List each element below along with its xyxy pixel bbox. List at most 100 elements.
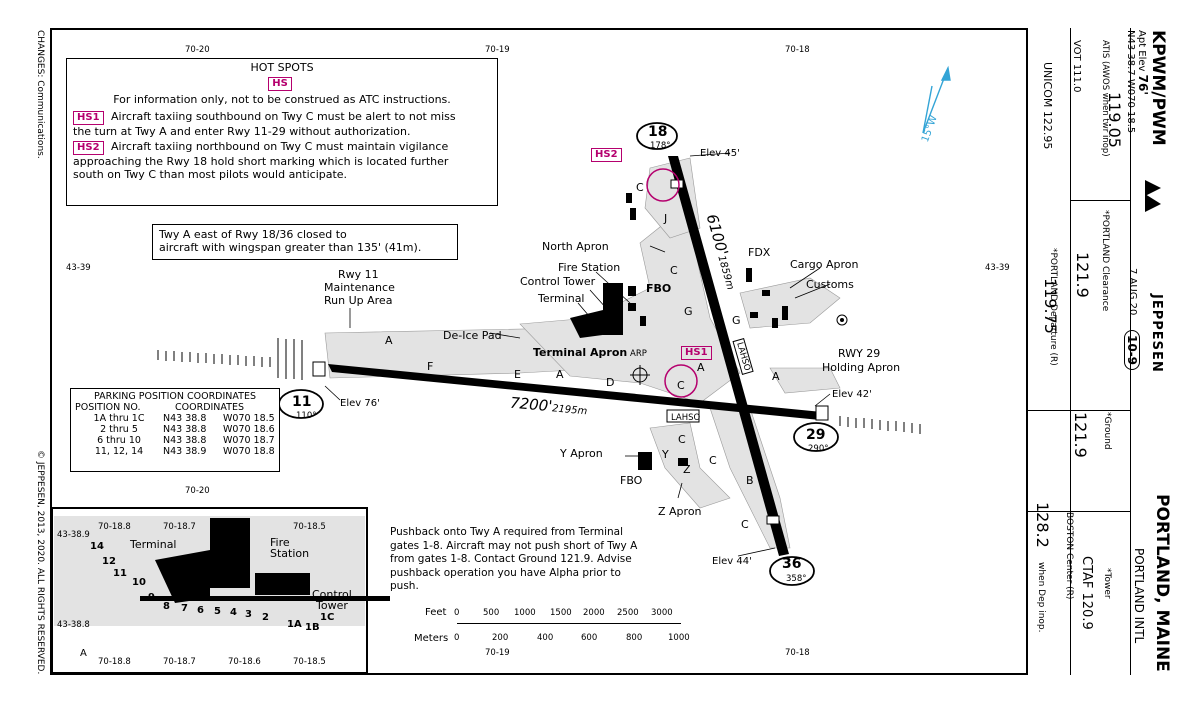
label-terminal-apron: Terminal Apron [533,346,628,359]
taxiway-label: C [709,454,717,467]
parking-lat: N43 38.8 [163,424,207,435]
runway-36-heading: 358° [786,574,807,584]
label-rwy11-maint: Run Up Area [324,294,393,307]
grid-lon-label: 70-18 [785,45,810,55]
vot-freq: VOT 111.0 [1071,40,1082,93]
grid-lat-label: 43-39 [66,263,91,273]
inset-lat-label: 43-38.9 [57,530,90,540]
scale-tick: 1500 [550,608,572,618]
hotspot-marker-hs1: HS1 [681,345,716,360]
inset-stand: 6 [197,605,204,616]
inset-stand: 9 [148,592,155,603]
lahso-label: LAHSO [671,413,701,423]
scale-tick: 200 [492,633,509,643]
taxiway-label: C [741,518,749,531]
airport-diagram [51,65,951,674]
ground-label: *Ground [1102,412,1112,450]
inset-lon-label: 70-18.7 [163,522,196,532]
parking-lon: W070 18.7 [223,435,275,446]
inset-stand: 4 [230,607,237,618]
inset-lon-label: 70-18.7 [163,657,196,667]
label-cargo-apron: Cargo Apron [790,258,859,271]
runway-29-heading: 290° [808,444,829,454]
hotspots-title: HOT SPOTS [250,61,314,74]
runway-36-elev: Elev 44' [712,556,752,567]
label-customs: Customs [806,278,854,291]
scale-tick: 2000 [583,608,605,618]
inset-lat-label: 43-38.8 [57,620,90,630]
label-north-apron: North Apron [542,240,609,253]
runway-11-number: 11 [292,394,312,410]
notice-line: aircraft with wingspan greater than 135'… [159,241,422,254]
inset-stand: 1A [287,619,302,630]
taxiway-label: C [670,264,678,277]
departure-label: *PORTLAND Departure (R) [1048,248,1058,366]
label-fire-station: Fire Station [558,261,621,274]
runway-11-elev: Elev 76' [340,398,380,409]
inset-stand: 11 [113,568,127,579]
label-y-apron: Y Apron [560,447,603,460]
hotspot-legend-tag: HS [268,77,292,91]
scale-tick: 3000 [651,608,673,618]
grid-lon-label: 70-19 [485,648,510,658]
scale-tick: 400 [537,633,554,643]
parking-pos: 11, 12, 14 [94,446,144,457]
inset-control: Control [312,588,352,601]
taxiway-label: A [385,334,393,347]
grid-lon-label: 70-20 [185,45,210,55]
taxiway-label: E [514,368,521,381]
hotspots-legend: For information only, not to be construe… [113,93,451,106]
hotspot-hs1-text: Aircraft taxiing southbound on Twy C mus… [111,110,456,123]
label-z-apron: Z Apron [658,505,702,518]
inset-stand: 14 [90,541,104,552]
parking-lon: W070 18.6 [223,424,275,435]
brand-logo: JEPPESEN [1149,294,1164,373]
pushback-line: push. [390,580,419,592]
parking-pos: 6 thru 10 [97,435,141,446]
table-row: 6 thru 10 N43 38.8 W070 18.7 [75,435,275,446]
tower-label: *Tower [1102,568,1112,599]
brand-icon [1143,178,1163,214]
grid-lat-label: 43-39 [985,263,1010,273]
inset-stand: 10 [132,577,146,588]
taxiway-label: Y [662,448,669,461]
label-rwy11-maint: Maintenance [324,281,395,294]
notice-line: Twy A east of Rwy 18/36 closed to [159,228,347,241]
inset-terminal: Terminal [130,538,177,551]
chart-number: 10-9 [1124,330,1140,371]
label-rwy29-hold: Holding Apron [822,361,901,374]
hotspot-hs1-tag: HS1 [73,111,104,125]
taxiway-label: G [732,314,741,327]
label-fbo2: FBO [620,474,643,487]
taxiway-label: F [427,360,434,373]
runway-18-elev: Elev 45' [700,148,740,159]
taxiway-label: D [606,376,615,389]
inset-stand: 1C [320,612,335,623]
runway-29-number: 29 [806,427,826,443]
ground-freq: 121.9 [1071,412,1090,458]
inset-stand: 8 [163,601,170,612]
label-fdx: FDX [748,246,771,259]
parking-pos: 1A thru 1C [93,413,145,424]
parking-lat: N43 38.8 [163,435,207,446]
grid-lon-label: 70-19 [485,45,510,55]
hotspot-hs2-text3: south on Twy C than most pilots would an… [73,168,348,181]
inset-station: Station [270,547,310,560]
hs2-tag: HS2 [591,148,622,162]
inset-tower: Tower [316,599,348,612]
label-rwy11-maint: Rwy 11 [338,268,379,281]
chart-date: 7 AUG 20 [1127,268,1138,316]
length-ft: 7200' [509,393,554,416]
tower-freq: CTAF 120.9 [1079,556,1094,630]
hotspot-hs1-text2: the turn at Twy A and enter Rwy 11-29 wi… [73,125,411,138]
label-deice: De-Ice Pad [443,329,502,342]
taxiway-label: C [677,379,685,392]
inset-stand: 7 [181,603,188,614]
label-terminal: Terminal [538,292,585,305]
taxiway-label: G [684,305,693,318]
pushback-line: from gates 1-8. Contact Ground 121.9. Ad… [390,553,632,565]
twy-a-notice: Twy A east of Rwy 18/36 closed to aircra… [152,224,458,260]
inset-stand: 12 [102,556,116,567]
label-arp: ARP [630,349,647,359]
